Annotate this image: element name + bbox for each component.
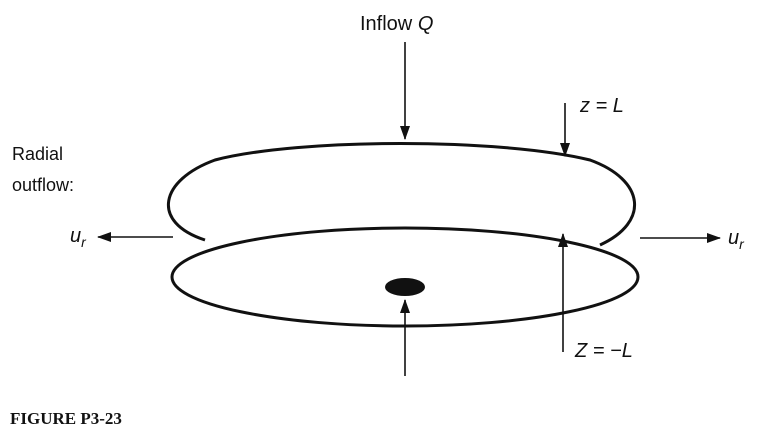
central-hole (385, 278, 425, 296)
inflow-label: Inflow Q (360, 13, 433, 35)
radial-outflow-label-line1: Radial (12, 144, 63, 164)
top-plane-label: z = L (579, 95, 624, 117)
velocity-left-label: ur (70, 225, 87, 250)
bottom-plane-label: Z = −L (574, 340, 633, 362)
figure-caption: FIGURE P3-23 (10, 409, 122, 428)
radial-outflow-label-line2: outflow: (12, 175, 74, 195)
top-disk (166, 142, 637, 247)
velocity-right-label: ur (728, 227, 745, 252)
